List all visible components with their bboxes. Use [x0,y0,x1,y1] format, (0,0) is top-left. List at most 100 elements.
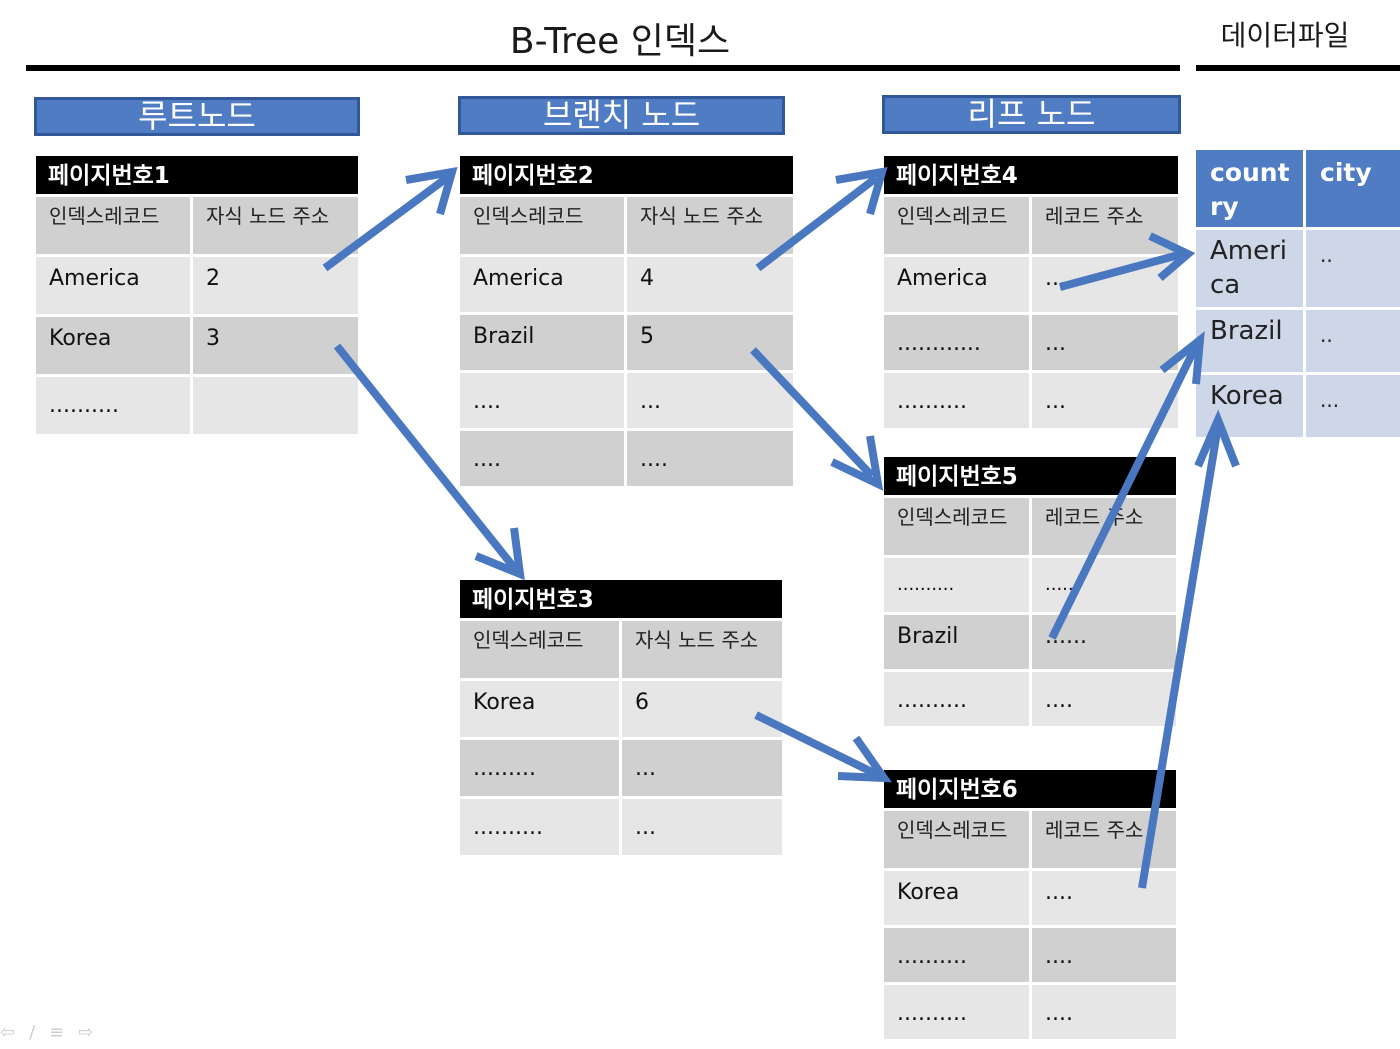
index-cell: Korea [460,681,622,737]
datafile-divider [1196,65,1400,71]
child-cell: .... [627,431,793,486]
page-node-2: 페이지번호2 인덱스레코드 자식 노드 주소 America 4 Brazil … [460,156,793,486]
root-node-banner: 루트노드 [34,97,360,136]
index-cell: America [884,257,1032,312]
column-header-index: 인덱스레코드 [460,621,622,678]
table-row: .......... ... [460,796,782,855]
record-cell: .... [1032,672,1176,726]
index-cell: .......... [884,985,1032,1039]
child-cell [193,377,358,434]
column-header-index: 인덱스레코드 [884,197,1032,254]
country-cell: Korea [1196,375,1306,437]
record-cell: .... [1032,928,1176,982]
index-cell: .... [460,431,627,486]
title-divider [26,65,1180,71]
index-cell: ......... [460,740,622,796]
table-row: Brazil 5 [460,312,793,370]
child-cell: ... [622,799,782,855]
page-node-4: 페이지번호4 인덱스레코드 레코드 주소 America ... .......… [884,156,1178,428]
column-header-child: 자식 노드 주소 [193,197,358,254]
index-cell: .... [460,373,627,428]
table-row: America 2 [36,254,358,314]
table-row: Ameri ca .. [1196,227,1400,307]
column-header-index: 인덱스레코드 [460,197,627,254]
index-cell: Brazil [884,615,1032,669]
column-header-record: 레코드 주소 [1032,498,1176,555]
branch-node-banner: 브랜치 노드 [458,96,785,135]
index-cell: .......... [884,558,1032,612]
page-node-6: 페이지번호6 인덱스레코드 레코드 주소 Korea .... ........… [884,770,1176,1039]
table-row: America 4 [460,254,793,312]
column-header-index: 인덱스레코드 [884,498,1032,555]
leaf-node-banner: 리프 노드 [882,95,1181,134]
country-cell: Brazil [1196,310,1306,372]
node-header: 페이지번호2 [460,156,793,194]
index-cell: .......... [36,377,193,434]
column-header-country: count ry [1196,150,1306,227]
column-header-index: 인덱스레코드 [36,197,193,254]
record-cell: .... [1032,871,1176,925]
node-header: 페이지번호1 [36,156,358,194]
child-cell: ... [622,740,782,796]
column-header-index: 인덱스레코드 [884,811,1032,868]
node-header: 페이지번호3 [460,580,782,618]
child-cell: 2 [193,257,358,314]
index-cell: .......... [884,672,1032,726]
table-row: Brazil ...... [884,612,1176,669]
country-cell: Ameri ca [1196,230,1306,307]
table-row: ......... ... [460,737,782,796]
record-cell: ...... [1032,615,1176,669]
child-cell: ... [627,373,793,428]
column-header-record: 레코드 주소 [1032,197,1178,254]
city-cell: .. [1306,230,1400,307]
arrow-right-icon[interactable]: ⇨ [78,1022,108,1043]
index-cell: America [36,257,193,314]
table-row: Korea 6 [460,678,782,737]
child-cell: 6 [622,681,782,737]
arrow-left-icon[interactable]: ⇦ [0,1022,30,1043]
datafile-title: 데이터파일 [1220,19,1350,52]
child-cell: 3 [193,317,358,374]
table-row: .......... ..... [884,555,1176,612]
page-title: B-Tree 인덱스 [509,21,731,62]
page-node-5: 페이지번호5 인덱스레코드 레코드 주소 .......... ..... Br… [884,457,1176,726]
table-row: Korea ... [1196,372,1400,437]
page-node-1: 페이지번호1 인덱스레코드 자식 노드 주소 America 2 Korea 3… [36,156,358,434]
record-cell: ... [1032,315,1178,370]
record-cell: ..... [1032,558,1176,612]
pen-icon[interactable]: ∕ [29,1022,50,1043]
table-row: .......... [36,374,358,434]
datafile-table: count ry city Ameri ca .. Brazil .. Kore… [1196,150,1400,437]
index-cell: .......... [460,799,622,855]
slide-nav: ⇦∕≡⇨ [0,1022,107,1043]
table-row: Brazil .. [1196,307,1400,372]
column-header-city: city [1306,150,1400,227]
city-cell: ... [1306,375,1400,437]
table-row: America ... [884,254,1178,312]
city-cell: .. [1306,310,1400,372]
index-cell: America [460,257,627,312]
index-cell: Brazil [460,315,627,370]
child-cell: 5 [627,315,793,370]
record-cell: ... [1032,373,1178,428]
page-node-3: 페이지번호3 인덱스레코드 자식 노드 주소 Korea 6 .........… [460,580,782,855]
table-row: Korea .... [884,868,1176,925]
table-row: .......... .... [884,669,1176,726]
table-row: .... .... [460,428,793,486]
index-cell: Korea [36,317,193,374]
index-cell: Korea [884,871,1032,925]
table-row: .... ... [460,370,793,428]
table-row: .......... .... [884,925,1176,982]
node-header: 페이지번호5 [884,457,1176,495]
menu-icon[interactable]: ≡ [49,1022,79,1043]
index-cell: .......... [884,928,1032,982]
table-row: ............ ... [884,312,1178,370]
table-row: Korea 3 [36,314,358,374]
node-header: 페이지번호4 [884,156,1178,194]
node-header: 페이지번호6 [884,770,1176,808]
table-row: .......... ... [884,370,1178,428]
table-row: .......... .... [884,982,1176,1039]
record-cell: .... [1032,985,1176,1039]
column-header-child: 자식 노드 주소 [622,621,782,678]
child-cell: 4 [627,257,793,312]
